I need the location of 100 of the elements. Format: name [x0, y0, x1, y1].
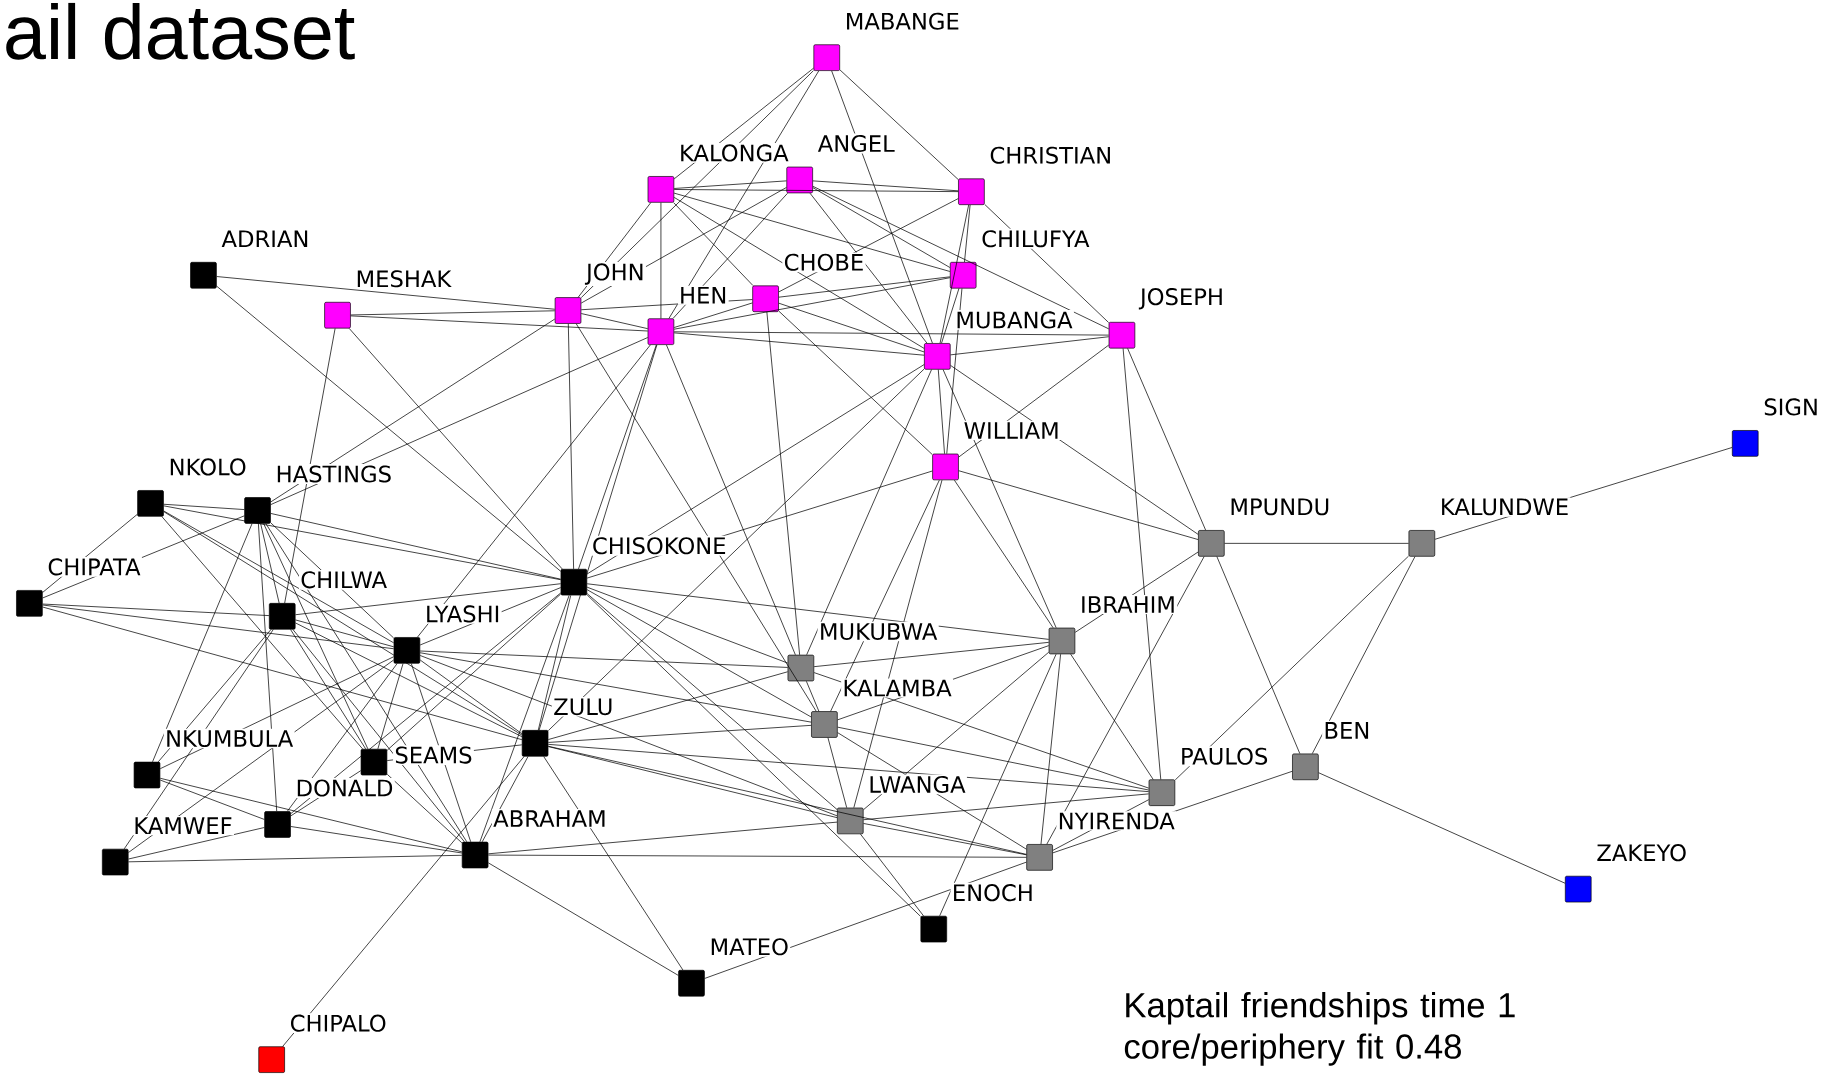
- edge-line: [548, 743, 1150, 792]
- edge-line: [812, 187, 951, 268]
- edge-line: [216, 285, 561, 572]
- node-square: [324, 301, 351, 329]
- edge-line: [1174, 555, 1409, 781]
- node-square: [268, 603, 296, 630]
- node-label: ADRIAN: [220, 229, 311, 249]
- edge-line: [853, 479, 943, 808]
- edge-line: [270, 318, 556, 503]
- node-label: ANGEL: [816, 133, 897, 154]
- node-label: CHRISTIAN: [988, 145, 1114, 166]
- edge-line: [258, 523, 278, 812]
- edge-line: [964, 204, 971, 263]
- edge-line: [537, 595, 572, 731]
- edge-line: [942, 369, 1057, 629]
- edge-line: [377, 663, 404, 750]
- edge-line: [481, 756, 529, 843]
- edge-line: [806, 369, 932, 656]
- node-square: [461, 841, 489, 869]
- node-square: [521, 730, 549, 757]
- edge-line: [417, 344, 651, 638]
- node-square: [560, 568, 588, 596]
- edge-line: [548, 671, 788, 740]
- node-square: [1408, 530, 1436, 557]
- node-square: [244, 497, 271, 524]
- edge-line: [673, 202, 754, 286]
- edge-line: [295, 619, 394, 648]
- edge-line: [812, 186, 1110, 330]
- node-square: [554, 297, 582, 324]
- node-label: PAULOS: [1178, 746, 1270, 767]
- node-square: [1198, 530, 1225, 557]
- node-square: [924, 343, 951, 370]
- node-label: KALONGA: [677, 143, 790, 163]
- edge-line: [159, 777, 463, 853]
- edge-line: [350, 315, 649, 332]
- node-square: [920, 915, 948, 943]
- edge-line: [163, 503, 245, 510]
- edge-line: [548, 745, 1027, 855]
- edge-line: [860, 833, 924, 917]
- node-square: [787, 654, 815, 682]
- edge-line: [263, 523, 369, 750]
- edge-line: [282, 756, 525, 1047]
- node-square: [647, 176, 675, 203]
- node-label: ZULU: [551, 697, 615, 717]
- edge-line: [42, 604, 394, 650]
- edge-line: [1122, 348, 1162, 780]
- node-square: [133, 761, 161, 789]
- edge-line: [950, 336, 1110, 356]
- edge-line: [586, 593, 838, 810]
- edge-line: [673, 277, 951, 330]
- edge-line: [863, 793, 1150, 821]
- edge-line: [580, 313, 649, 330]
- node-label: SEAMS: [393, 745, 474, 765]
- edge-line: [42, 606, 523, 740]
- edge-line: [704, 861, 1027, 979]
- edge-line: [419, 655, 838, 817]
- edge-line: [673, 189, 959, 192]
- edge-line: [839, 69, 959, 180]
- node-label: LYASHI: [423, 604, 502, 624]
- node-label: KALUNDWE: [1438, 497, 1571, 517]
- node-square: [752, 285, 779, 313]
- edge-line: [937, 369, 945, 455]
- node-label: CHIPATA: [46, 557, 142, 577]
- edge-line: [672, 192, 788, 319]
- edge-line: [586, 586, 788, 664]
- node-label: MPUNDU: [1228, 497, 1332, 517]
- node-square: [678, 969, 705, 997]
- node-square: [264, 811, 291, 838]
- edge-line: [163, 510, 394, 644]
- node-label: HASTINGS: [274, 464, 394, 484]
- node-square: [1026, 844, 1053, 871]
- edge-line: [216, 276, 556, 310]
- edge-line: [419, 652, 812, 723]
- edge-line: [152, 523, 253, 763]
- edge-line: [809, 192, 928, 344]
- edge-line: [386, 593, 561, 751]
- edge-line: [128, 827, 265, 860]
- node-square: [1148, 779, 1176, 806]
- edge-line: [410, 663, 472, 843]
- node-label: MESHAK: [354, 268, 453, 289]
- edge-line: [350, 310, 556, 316]
- node-square: [813, 44, 841, 71]
- node-square: [137, 490, 164, 517]
- edge-line: [1224, 543, 1409, 544]
- edge-line: [161, 516, 363, 750]
- node-label: MUBANGA: [954, 310, 1074, 330]
- node-label: NYIRENDA: [1056, 811, 1177, 831]
- edge-line: [939, 204, 970, 344]
- node-label: CHOBE: [782, 252, 866, 273]
- node-square: [1292, 753, 1319, 781]
- edge-line: [1311, 556, 1416, 754]
- edge-line: [941, 288, 960, 344]
- edge-line: [1070, 653, 1154, 780]
- node-label: MABANGE: [843, 11, 962, 32]
- edge-line: [488, 821, 838, 855]
- node-square: [932, 453, 959, 481]
- edge-line: [1216, 556, 1301, 754]
- edge-line: [673, 331, 1110, 336]
- node-label: LWANGA: [867, 774, 967, 795]
- node-square: [958, 178, 985, 205]
